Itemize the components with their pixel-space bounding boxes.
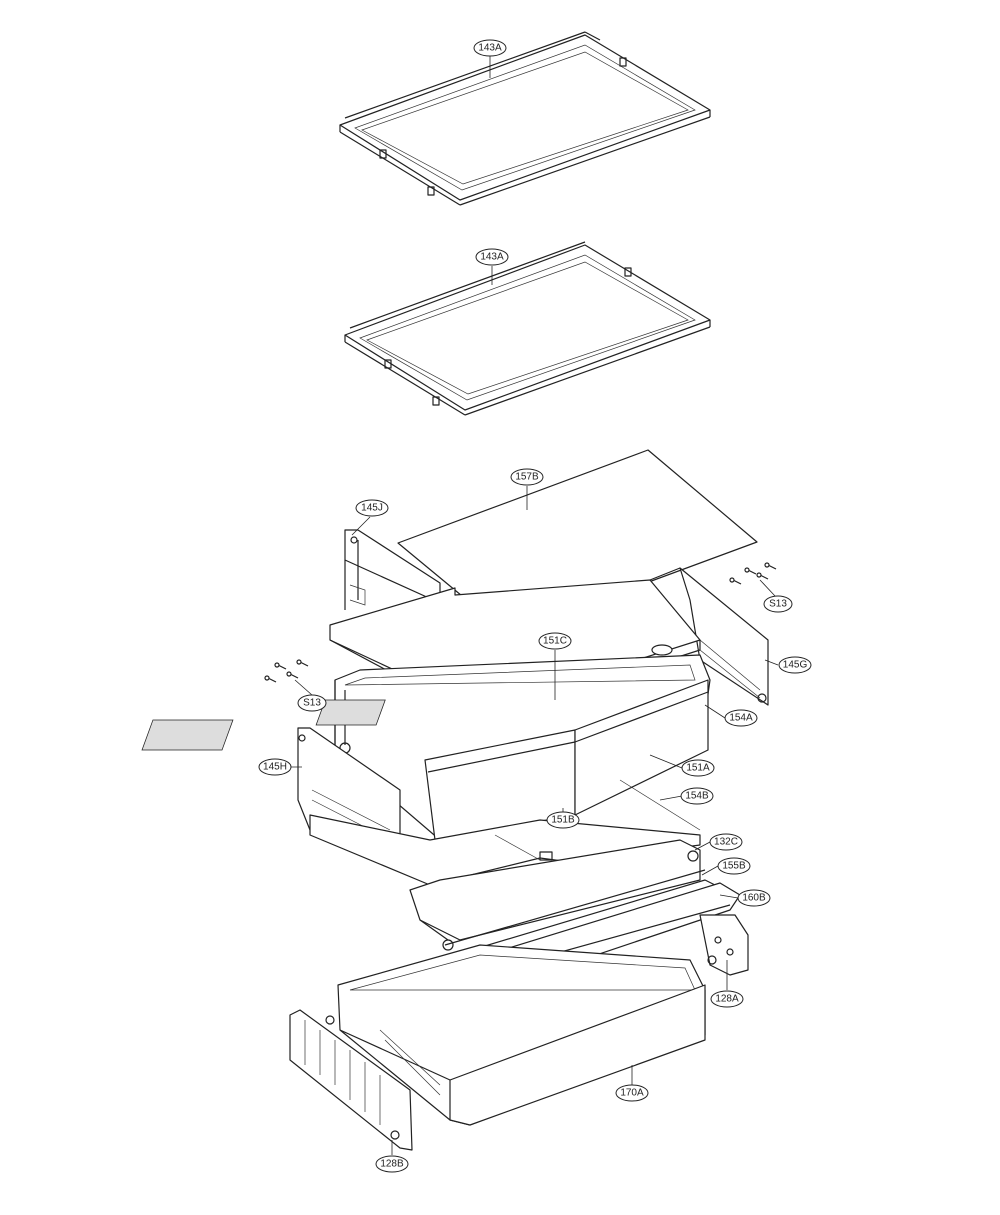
crisper-drawer-fronts <box>424 679 709 845</box>
callout-160b: 160B <box>737 889 771 907</box>
callout-label: 145J <box>361 503 383 514</box>
callout-151a: 151A <box>681 759 715 777</box>
callout-label: 154A <box>729 713 753 724</box>
slide-right <box>699 914 749 976</box>
callout-label: 154B <box>685 791 709 802</box>
callout-145h: 145H <box>258 758 292 776</box>
callout-154a: 154A <box>724 709 758 727</box>
glass-shelf-second <box>344 241 711 416</box>
callout-143a-second: 143A <box>475 248 509 266</box>
callout-label: 143A <box>478 43 502 54</box>
slide-left <box>289 1009 413 1151</box>
screws-left <box>264 659 309 683</box>
callout-label: 155B <box>722 861 746 872</box>
screws-right <box>729 562 777 585</box>
lower-frame <box>409 839 706 951</box>
callout-128a: 128A <box>710 990 744 1008</box>
callout-label: 145H <box>263 762 287 773</box>
callout-label: 143A <box>480 252 504 263</box>
side-rail-right <box>649 567 769 706</box>
callout-145g: 145G <box>778 656 812 674</box>
callout-132c: 132C <box>709 833 743 851</box>
callout-label: 151A <box>686 763 710 774</box>
callout-label: 145G <box>783 660 808 671</box>
callout-143a-top: 143A <box>473 39 507 57</box>
leader-lines <box>275 56 779 1155</box>
callout-151c: 151C <box>538 632 572 650</box>
callout-label: 132C <box>714 837 738 848</box>
callout-label: 151C <box>543 636 567 647</box>
callout-s13-left: S13 <box>297 694 327 712</box>
callout-155b: 155B <box>717 857 751 875</box>
callout-170a: 170A <box>615 1084 649 1102</box>
callout-128b: 128B <box>375 1155 409 1173</box>
callout-label: 157B <box>515 472 539 483</box>
callout-label: 128A <box>715 994 739 1005</box>
callout-154b: 154B <box>680 787 714 805</box>
callout-label: 170A <box>620 1088 644 1099</box>
pantry-drawer <box>337 944 706 1126</box>
callout-145j: 145J <box>355 499 389 517</box>
callout-label: S13 <box>769 599 787 610</box>
callout-157b: 157B <box>510 468 544 486</box>
callout-label: 151B <box>551 815 575 826</box>
callout-label: 160B <box>742 893 766 904</box>
glass-shelf-top <box>339 31 711 206</box>
callout-s13-right: S13 <box>763 595 793 613</box>
callout-151b: 151B <box>546 811 580 829</box>
callout-label: 128B <box>380 1159 404 1170</box>
callout-label: S13 <box>303 698 321 709</box>
